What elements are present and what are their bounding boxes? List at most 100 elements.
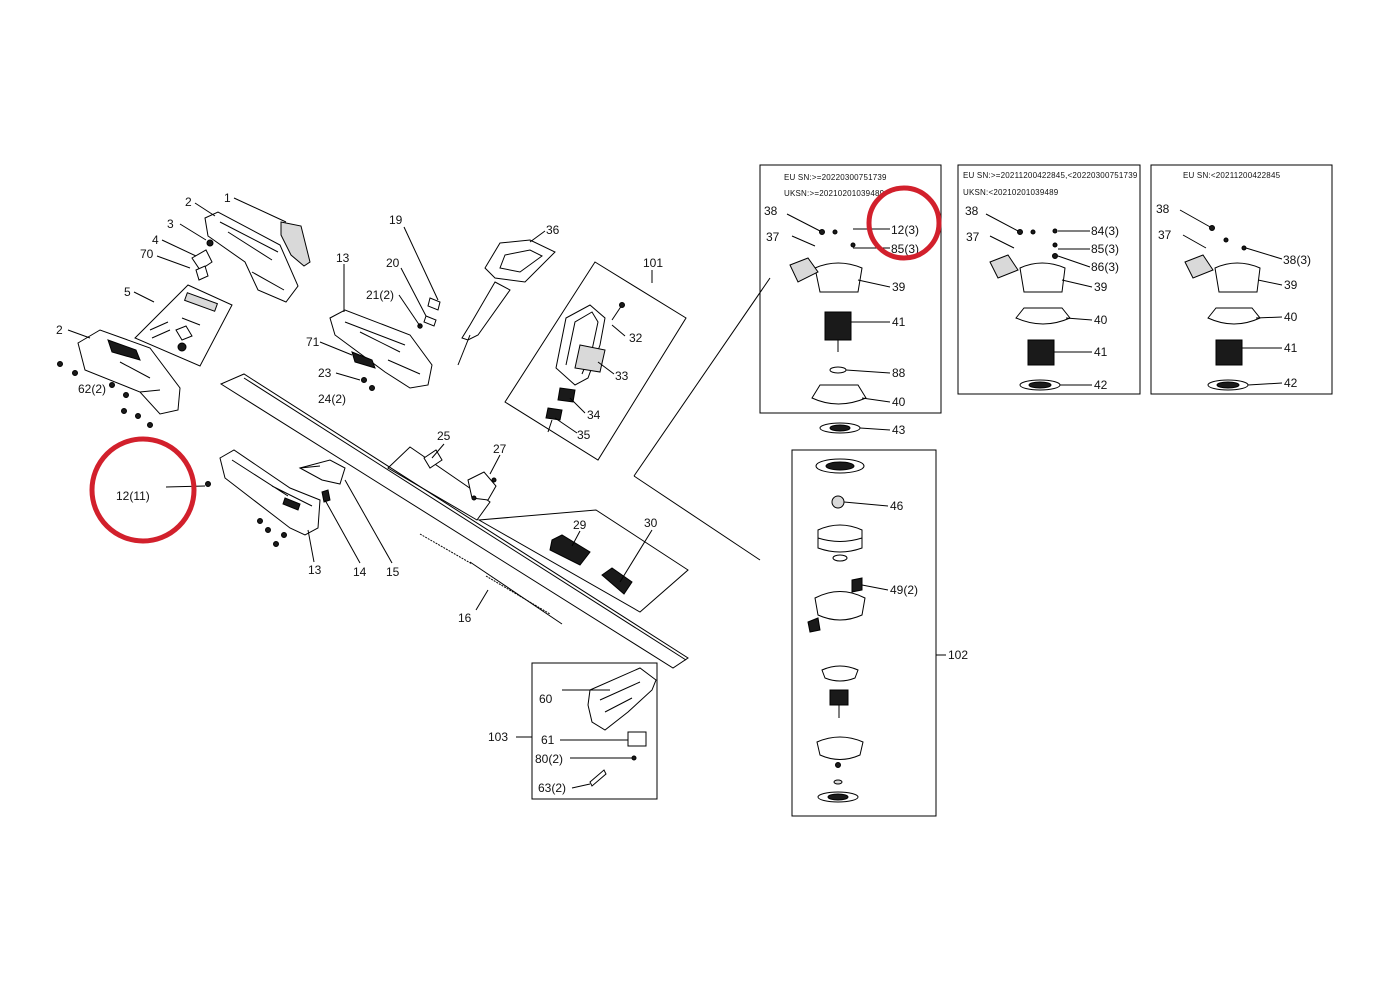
label-30: 30 <box>644 516 658 530</box>
box-1-frame <box>759 164 942 414</box>
label-3: 3 <box>167 217 174 231</box>
part-49-eyelet <box>851 577 863 593</box>
box3-label-40: 40 <box>1284 310 1298 324</box>
label-43: 43 <box>892 423 906 437</box>
box3-part-39-motor-cap <box>1214 262 1261 293</box>
part-14-spring <box>321 489 331 503</box>
label-20: 20 <box>386 256 400 270</box>
label-60: 60 <box>539 692 553 706</box>
box1-part-39-motor-cap <box>814 262 863 293</box>
box2-label-85: 85(3) <box>1091 242 1119 256</box>
part-36-auxiliary-handle <box>484 239 556 283</box>
label-16: 16 <box>458 611 472 625</box>
label-19: 19 <box>389 213 403 227</box>
label-62: 62(2) <box>78 382 106 396</box>
box2-uk-serial: UKSN:<20210201039489 <box>963 188 1059 197</box>
label-80: 80(2) <box>535 752 563 766</box>
box3-label-42: 42 <box>1284 376 1298 390</box>
box2-label-37: 37 <box>966 230 980 244</box>
part-4-button <box>191 249 213 271</box>
label-27: 27 <box>493 442 507 456</box>
part-30-foam-grip <box>601 567 633 595</box>
label-63: 63(2) <box>538 781 566 795</box>
label-70: 70 <box>140 247 154 261</box>
part-1-grip <box>280 221 311 267</box>
label-46: 46 <box>890 499 904 513</box>
part-2-lower-housing <box>77 329 181 415</box>
part-29-foam-grip <box>549 534 591 566</box>
part-2-upper-housing <box>204 211 299 303</box>
box3-label-37: 37 <box>1158 228 1172 242</box>
box2-part-39-motor-cap <box>1019 262 1066 293</box>
part-5-kit-box <box>134 284 233 367</box>
part-25-clamp <box>423 449 443 469</box>
box-101-frame <box>504 261 687 461</box>
box1-label-41: 41 <box>892 315 906 329</box>
part-19-latch <box>427 297 441 311</box>
part-35-clip <box>545 407 563 421</box>
label-35: 35 <box>577 428 591 442</box>
part-60-guard <box>587 667 657 731</box>
label-15: 15 <box>386 565 400 579</box>
part-70-spring <box>195 265 209 281</box>
label-61: 61 <box>541 733 555 747</box>
box2-label-42: 42 <box>1094 378 1108 392</box>
box1-eu-serial: EU SN:>=20220300751739 <box>784 173 887 182</box>
box1-part-88-washer <box>829 366 847 374</box>
label-14: 14 <box>353 565 367 579</box>
label-12-11: 12(11) <box>116 489 150 503</box>
part-63-screw <box>589 769 607 787</box>
label-49: 49(2) <box>890 583 918 597</box>
part-spool <box>817 524 863 553</box>
shaft-frame <box>219 373 689 669</box>
part-16-cable <box>419 533 551 615</box>
label-13-lower: 13 <box>308 563 322 577</box>
label-32: 32 <box>629 331 643 345</box>
box1-label-39: 39 <box>892 280 906 294</box>
label-24: 24(2) <box>318 392 346 406</box>
box2-label-84: 84(3) <box>1091 224 1119 238</box>
label-101: 101 <box>643 256 663 270</box>
label-36: 36 <box>546 223 560 237</box>
box1-part-41-motor <box>824 311 852 341</box>
box3-label-38-3: 38(3) <box>1283 253 1311 267</box>
label-34: 34 <box>587 408 601 422</box>
box1-label-88: 88 <box>892 366 906 380</box>
part-27-guard-clamp <box>467 471 497 501</box>
box2-part-41-motor <box>1027 339 1055 366</box>
part-46-nut <box>831 495 845 509</box>
box1-label-40: 40 <box>892 395 906 409</box>
box1-label-37: 37 <box>766 230 780 244</box>
box3-label-39: 39 <box>1284 278 1298 292</box>
part-20-clip <box>423 315 437 327</box>
part-13-lower-housing <box>219 449 321 536</box>
box3-part-41-motor <box>1215 339 1243 366</box>
label-23: 23 <box>318 366 332 380</box>
label-103: 103 <box>488 730 508 744</box>
label-33: 33 <box>615 369 629 383</box>
label-2-upper: 2 <box>185 195 192 209</box>
label-102: 102 <box>948 648 968 662</box>
part-3-screw <box>206 239 214 247</box>
box3-label-38: 38 <box>1156 202 1170 216</box>
highlight-circle-right <box>866 185 942 261</box>
box2-label-39: 39 <box>1094 280 1108 294</box>
box1-part-40-base <box>811 384 867 405</box>
box2-label-86: 86(3) <box>1091 260 1119 274</box>
box-3-frame <box>1150 164 1333 395</box>
box1-label-12: 12(3) <box>891 223 919 237</box>
label-13-upper: 13 <box>336 251 350 265</box>
leader-lines <box>67 197 1283 789</box>
label-29: 29 <box>573 518 587 532</box>
box2-label-40: 40 <box>1094 313 1108 327</box>
part-61-block <box>627 731 647 747</box>
highlight-circle-left <box>89 436 197 544</box>
label-2-lower: 2 <box>56 323 63 337</box>
label-25: 25 <box>437 429 451 443</box>
box2-part-40-base <box>1015 307 1071 325</box>
box3-label-41: 41 <box>1284 341 1298 355</box>
label-21: 21(2) <box>366 288 394 302</box>
box1-uk-serial: UKSN:>=20210201039489 <box>784 189 885 198</box>
